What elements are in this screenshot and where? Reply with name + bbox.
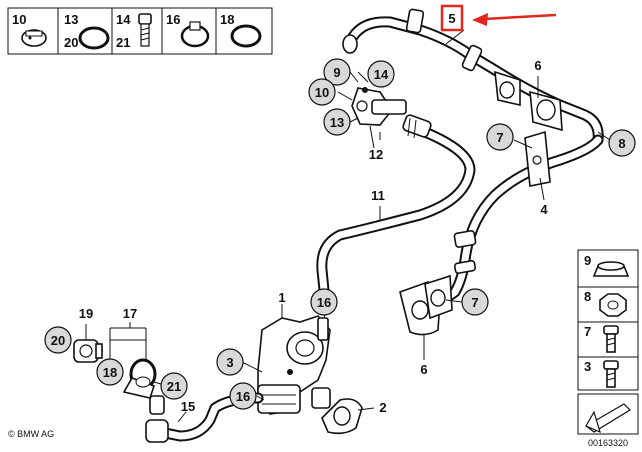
svg-text:4: 4 xyxy=(540,202,548,217)
callout-21[interactable]: 21 xyxy=(160,372,188,400)
header-part-10: 10 xyxy=(12,12,26,27)
svg-text:8: 8 xyxy=(618,136,625,151)
brand-label: © BMW AG xyxy=(8,429,54,439)
clamp-17 xyxy=(122,358,157,399)
callout-6-top[interactable]: 6 xyxy=(534,58,541,73)
svg-text:18: 18 xyxy=(103,365,117,380)
gasket-2 xyxy=(321,398,363,435)
callout-20[interactable]: 20 xyxy=(44,326,72,354)
callout-18[interactable]: 18 xyxy=(96,358,124,386)
callout-10[interactable]: 10 xyxy=(308,78,336,106)
svg-text:14: 14 xyxy=(374,67,389,82)
svg-text:3: 3 xyxy=(226,355,233,370)
svg-text:7: 7 xyxy=(471,295,478,310)
callout-2[interactable]: 2 xyxy=(379,400,386,415)
header-part-16: 16 xyxy=(166,12,180,27)
svg-text:9: 9 xyxy=(333,65,340,80)
svg-text:11: 11 xyxy=(371,188,385,203)
sleeve-19-20 xyxy=(73,339,103,363)
callout-12[interactable]: 12 xyxy=(369,147,383,162)
clamp-10-drawing xyxy=(21,29,47,47)
header-part-21: 21 xyxy=(116,35,130,50)
callout-4[interactable]: 4 xyxy=(540,202,548,217)
highlight-arrow xyxy=(472,13,557,26)
callout-5[interactable]: 5 xyxy=(440,4,464,32)
callout-8[interactable]: 8 xyxy=(608,129,636,157)
callout-1[interactable]: 1 xyxy=(278,290,285,305)
water-pump-1 xyxy=(257,315,331,415)
svg-text:6: 6 xyxy=(420,362,427,377)
header-part-13: 13 xyxy=(64,12,78,27)
small-parts-box: 10 13 20 14 21 16 18 xyxy=(7,7,273,55)
gasket-6-upper xyxy=(494,70,563,132)
callout-11[interactable]: 11 xyxy=(371,188,385,203)
coolant-pipe-4 xyxy=(424,130,604,308)
callout-7-lower[interactable]: 7 xyxy=(461,288,489,316)
svg-text:17: 17 xyxy=(123,306,137,321)
header-part-14: 14 xyxy=(116,12,131,27)
svg-text:12: 12 xyxy=(369,147,383,162)
svg-text:10: 10 xyxy=(315,85,329,100)
bolt-14-drawing xyxy=(138,13,152,47)
callout-13[interactable]: 13 xyxy=(323,108,351,136)
header-part-20: 20 xyxy=(64,35,78,50)
callout-6-lower[interactable]: 6 xyxy=(420,362,427,377)
callout-16-low[interactable]: 16 xyxy=(229,382,257,410)
legend-3: 3 xyxy=(584,359,591,374)
svg-text:21: 21 xyxy=(167,379,181,394)
legend-7: 7 xyxy=(584,324,591,339)
svg-text:19: 19 xyxy=(79,306,93,321)
svg-text:16: 16 xyxy=(236,389,250,404)
legend-9: 9 xyxy=(584,253,591,268)
callout-3[interactable]: 3 xyxy=(216,348,244,376)
svg-text:2: 2 xyxy=(379,400,386,415)
legend-column: 9 8 7 3 xyxy=(577,249,639,391)
hose-11 xyxy=(316,114,476,296)
callout-9[interactable]: 9 xyxy=(323,58,351,86)
callout-17[interactable]: 17 xyxy=(123,306,137,321)
svg-text:15: 15 xyxy=(181,399,195,414)
svg-text:5: 5 xyxy=(448,11,455,26)
svg-text:7: 7 xyxy=(496,130,503,145)
fitting-12 xyxy=(351,87,407,126)
callout-7-top[interactable]: 7 xyxy=(486,123,514,151)
coolant-pipe-5 xyxy=(342,8,604,146)
callout-19[interactable]: 19 xyxy=(79,306,93,321)
clamp-16-drawing xyxy=(180,21,210,48)
svg-text:1: 1 xyxy=(278,290,285,305)
gasket-6-lower xyxy=(399,274,453,336)
legend-8: 8 xyxy=(584,289,591,304)
svg-text:16: 16 xyxy=(317,295,331,310)
diagram-code: 00163320 xyxy=(588,438,628,448)
direction-arrow-box xyxy=(577,393,639,435)
svg-text:6: 6 xyxy=(534,58,541,73)
svg-text:20: 20 xyxy=(51,333,65,348)
callout-14[interactable]: 14 xyxy=(367,60,395,88)
callout-16-mid[interactable]: 16 xyxy=(310,288,338,316)
header-part-18: 18 xyxy=(220,12,234,27)
svg-text:13: 13 xyxy=(330,115,344,130)
callout-15[interactable]: 15 xyxy=(181,399,195,414)
